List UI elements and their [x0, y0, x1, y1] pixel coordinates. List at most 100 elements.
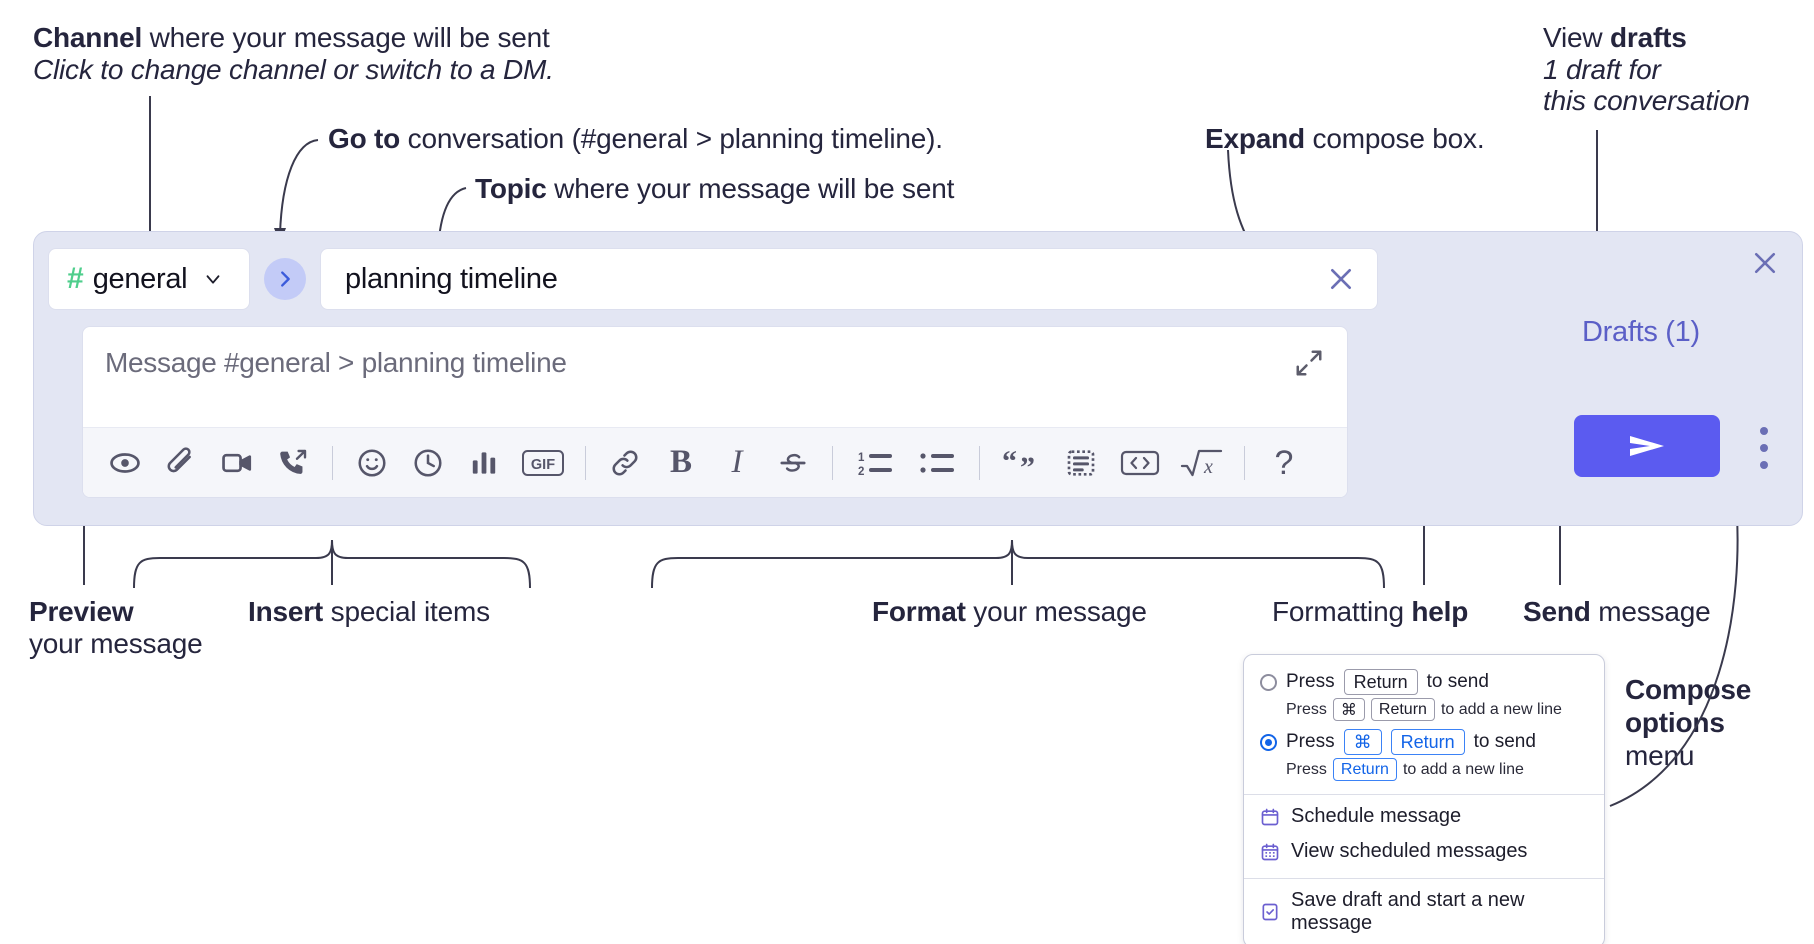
key-return-sub: Return: [1370, 698, 1435, 721]
video-icon[interactable]: [209, 435, 265, 491]
menu-item-view-scheduled[interactable]: View scheduled messages: [1244, 834, 1604, 869]
key-return-newline: Return: [1332, 758, 1397, 781]
menu-divider-2: [1244, 878, 1604, 879]
compose-box: # general: [33, 231, 1803, 526]
channel-picker[interactable]: # general: [48, 248, 250, 310]
separator-4: [979, 445, 980, 480]
audio-call-icon[interactable]: [265, 435, 321, 491]
menu-item-schedule-label: Schedule message: [1291, 805, 1462, 827]
bold-icon[interactable]: B: [669, 444, 692, 480]
annotation-drafts: View drafts 1 draft for this conversatio…: [1543, 22, 1750, 117]
preview-icon[interactable]: [97, 435, 153, 491]
annotation-goto-bold: Go to: [328, 123, 401, 154]
annotation-drafts-bold: drafts: [1609, 22, 1687, 53]
menu-item-save-draft-label: Save draft and start a new message: [1291, 889, 1525, 934]
annotation-channel-bold: Channel: [33, 22, 143, 53]
annotation-help-lead: Formatting: [1272, 596, 1412, 627]
option-return-sub-lead: Press: [1286, 700, 1327, 718]
paper-plane-icon: [1624, 429, 1670, 463]
option-return-tail: to send: [1426, 671, 1489, 692]
brace-format: [651, 539, 1385, 589]
blockquote-icon[interactable]: “”: [991, 435, 1053, 491]
clear-topic-icon[interactable]: [1323, 261, 1359, 297]
brace-insert: [133, 539, 531, 589]
more-vertical-dot-3: [1760, 461, 1768, 469]
italic-icon[interactable]: I: [731, 444, 743, 480]
hash-icon: #: [67, 262, 84, 295]
chevron-right-icon: [274, 268, 296, 290]
clock-icon[interactable]: [400, 435, 456, 491]
separator-2: [585, 445, 586, 480]
annotation-topic-rest: where your message will be sent: [546, 173, 955, 204]
annotation-drafts-italic-2: this conversation: [1543, 85, 1750, 117]
attachment-icon[interactable]: [153, 435, 209, 491]
strikethrough-icon[interactable]: [765, 435, 821, 491]
calendar-grid-icon: [1260, 842, 1280, 862]
annotation-preview: Preview your message: [29, 596, 203, 659]
topic-input[interactable]: [343, 261, 1323, 297]
channel-name: general: [92, 262, 188, 295]
go-to-conversation-button[interactable]: [264, 258, 306, 300]
key-command: ⌘: [1332, 698, 1365, 721]
annotation-preview-bold: Preview: [29, 596, 134, 627]
message-input-area[interactable]: Message #general > planning timeline: [83, 327, 1347, 427]
link-icon[interactable]: [597, 435, 653, 491]
code-block-icon[interactable]: [1053, 435, 1109, 491]
annotation-expand: Expand compose box.: [1205, 123, 1485, 155]
topic-field[interactable]: [320, 248, 1378, 310]
annotation-compose-options-rest: menu: [1625, 740, 1695, 772]
annotation-insert: Insert special items: [248, 596, 490, 628]
svg-text:2: 2: [858, 466, 864, 478]
svg-text:GIF: GIF: [531, 457, 555, 473]
calendar-icon: [1260, 807, 1280, 827]
poll-icon[interactable]: [456, 435, 512, 491]
option-return-lead: Press: [1286, 671, 1335, 692]
annotation-expand-bold: Expand: [1205, 123, 1305, 154]
leader-goto: [279, 139, 319, 235]
help-icon[interactable]: ?: [1274, 443, 1294, 482]
annotation-goto: Go to conversation (#general > planning …: [328, 123, 943, 155]
annotation-channel: Channel where your message will be sent …: [33, 22, 554, 85]
more-vertical-dot-1: [1760, 427, 1768, 435]
message-box: Message #general > planning timeline: [82, 326, 1348, 498]
annotation-format: Format your message: [872, 596, 1147, 628]
svg-text:“: “: [1002, 447, 1017, 478]
annotation-compose-options-bold-1: Compose: [1625, 674, 1752, 705]
option-cmd-lead: Press: [1286, 731, 1335, 752]
more-vertical-dot-2: [1760, 444, 1768, 452]
message-placeholder: Message #general > planning timeline: [105, 347, 567, 378]
gif-icon[interactable]: GIF: [512, 435, 574, 491]
annotation-insert-bold: Insert: [248, 596, 324, 627]
send-option-cmd-sub: Press Return to add a new line: [1244, 755, 1604, 785]
separator-5: [1244, 445, 1245, 480]
radio-return[interactable]: [1260, 673, 1277, 691]
menu-item-schedule-message[interactable]: Schedule message: [1244, 799, 1604, 834]
svg-text:1: 1: [858, 452, 865, 464]
expand-compose-icon[interactable]: [1291, 345, 1327, 381]
math-icon[interactable]: x: [1171, 435, 1233, 491]
annotation-compose-options: Compose options menu: [1625, 673, 1751, 772]
compose-options-button[interactable]: [1746, 422, 1782, 474]
code-icon[interactable]: [1109, 435, 1171, 491]
send-option-return[interactable]: Press Return to send: [1244, 665, 1604, 695]
key-return: Return: [1343, 669, 1418, 695]
menu-item-view-scheduled-label: View scheduled messages: [1291, 840, 1528, 862]
emoji-icon[interactable]: [344, 435, 400, 491]
annotation-topic-bold: Topic: [475, 173, 547, 204]
send-option-return-sub: Press ⌘ Return to add a new line: [1244, 695, 1604, 725]
annotation-format-bold: Format: [872, 596, 966, 627]
annotation-send-bold: Send: [1523, 596, 1591, 627]
send-button[interactable]: [1574, 415, 1720, 477]
separator-1: [332, 445, 333, 480]
radio-cmd-return[interactable]: [1260, 733, 1277, 751]
draft-check-icon: [1260, 902, 1280, 922]
menu-item-save-draft[interactable]: Save draft and start a new message: [1244, 883, 1604, 941]
annotation-drafts-italic-1: 1 draft for: [1543, 53, 1661, 85]
bulleted-list-icon[interactable]: [906, 435, 968, 491]
close-icon[interactable]: [1748, 246, 1782, 280]
drafts-link[interactable]: Drafts (1): [1582, 316, 1700, 348]
send-option-cmd-return[interactable]: Press ⌘ Return to send: [1244, 725, 1604, 755]
